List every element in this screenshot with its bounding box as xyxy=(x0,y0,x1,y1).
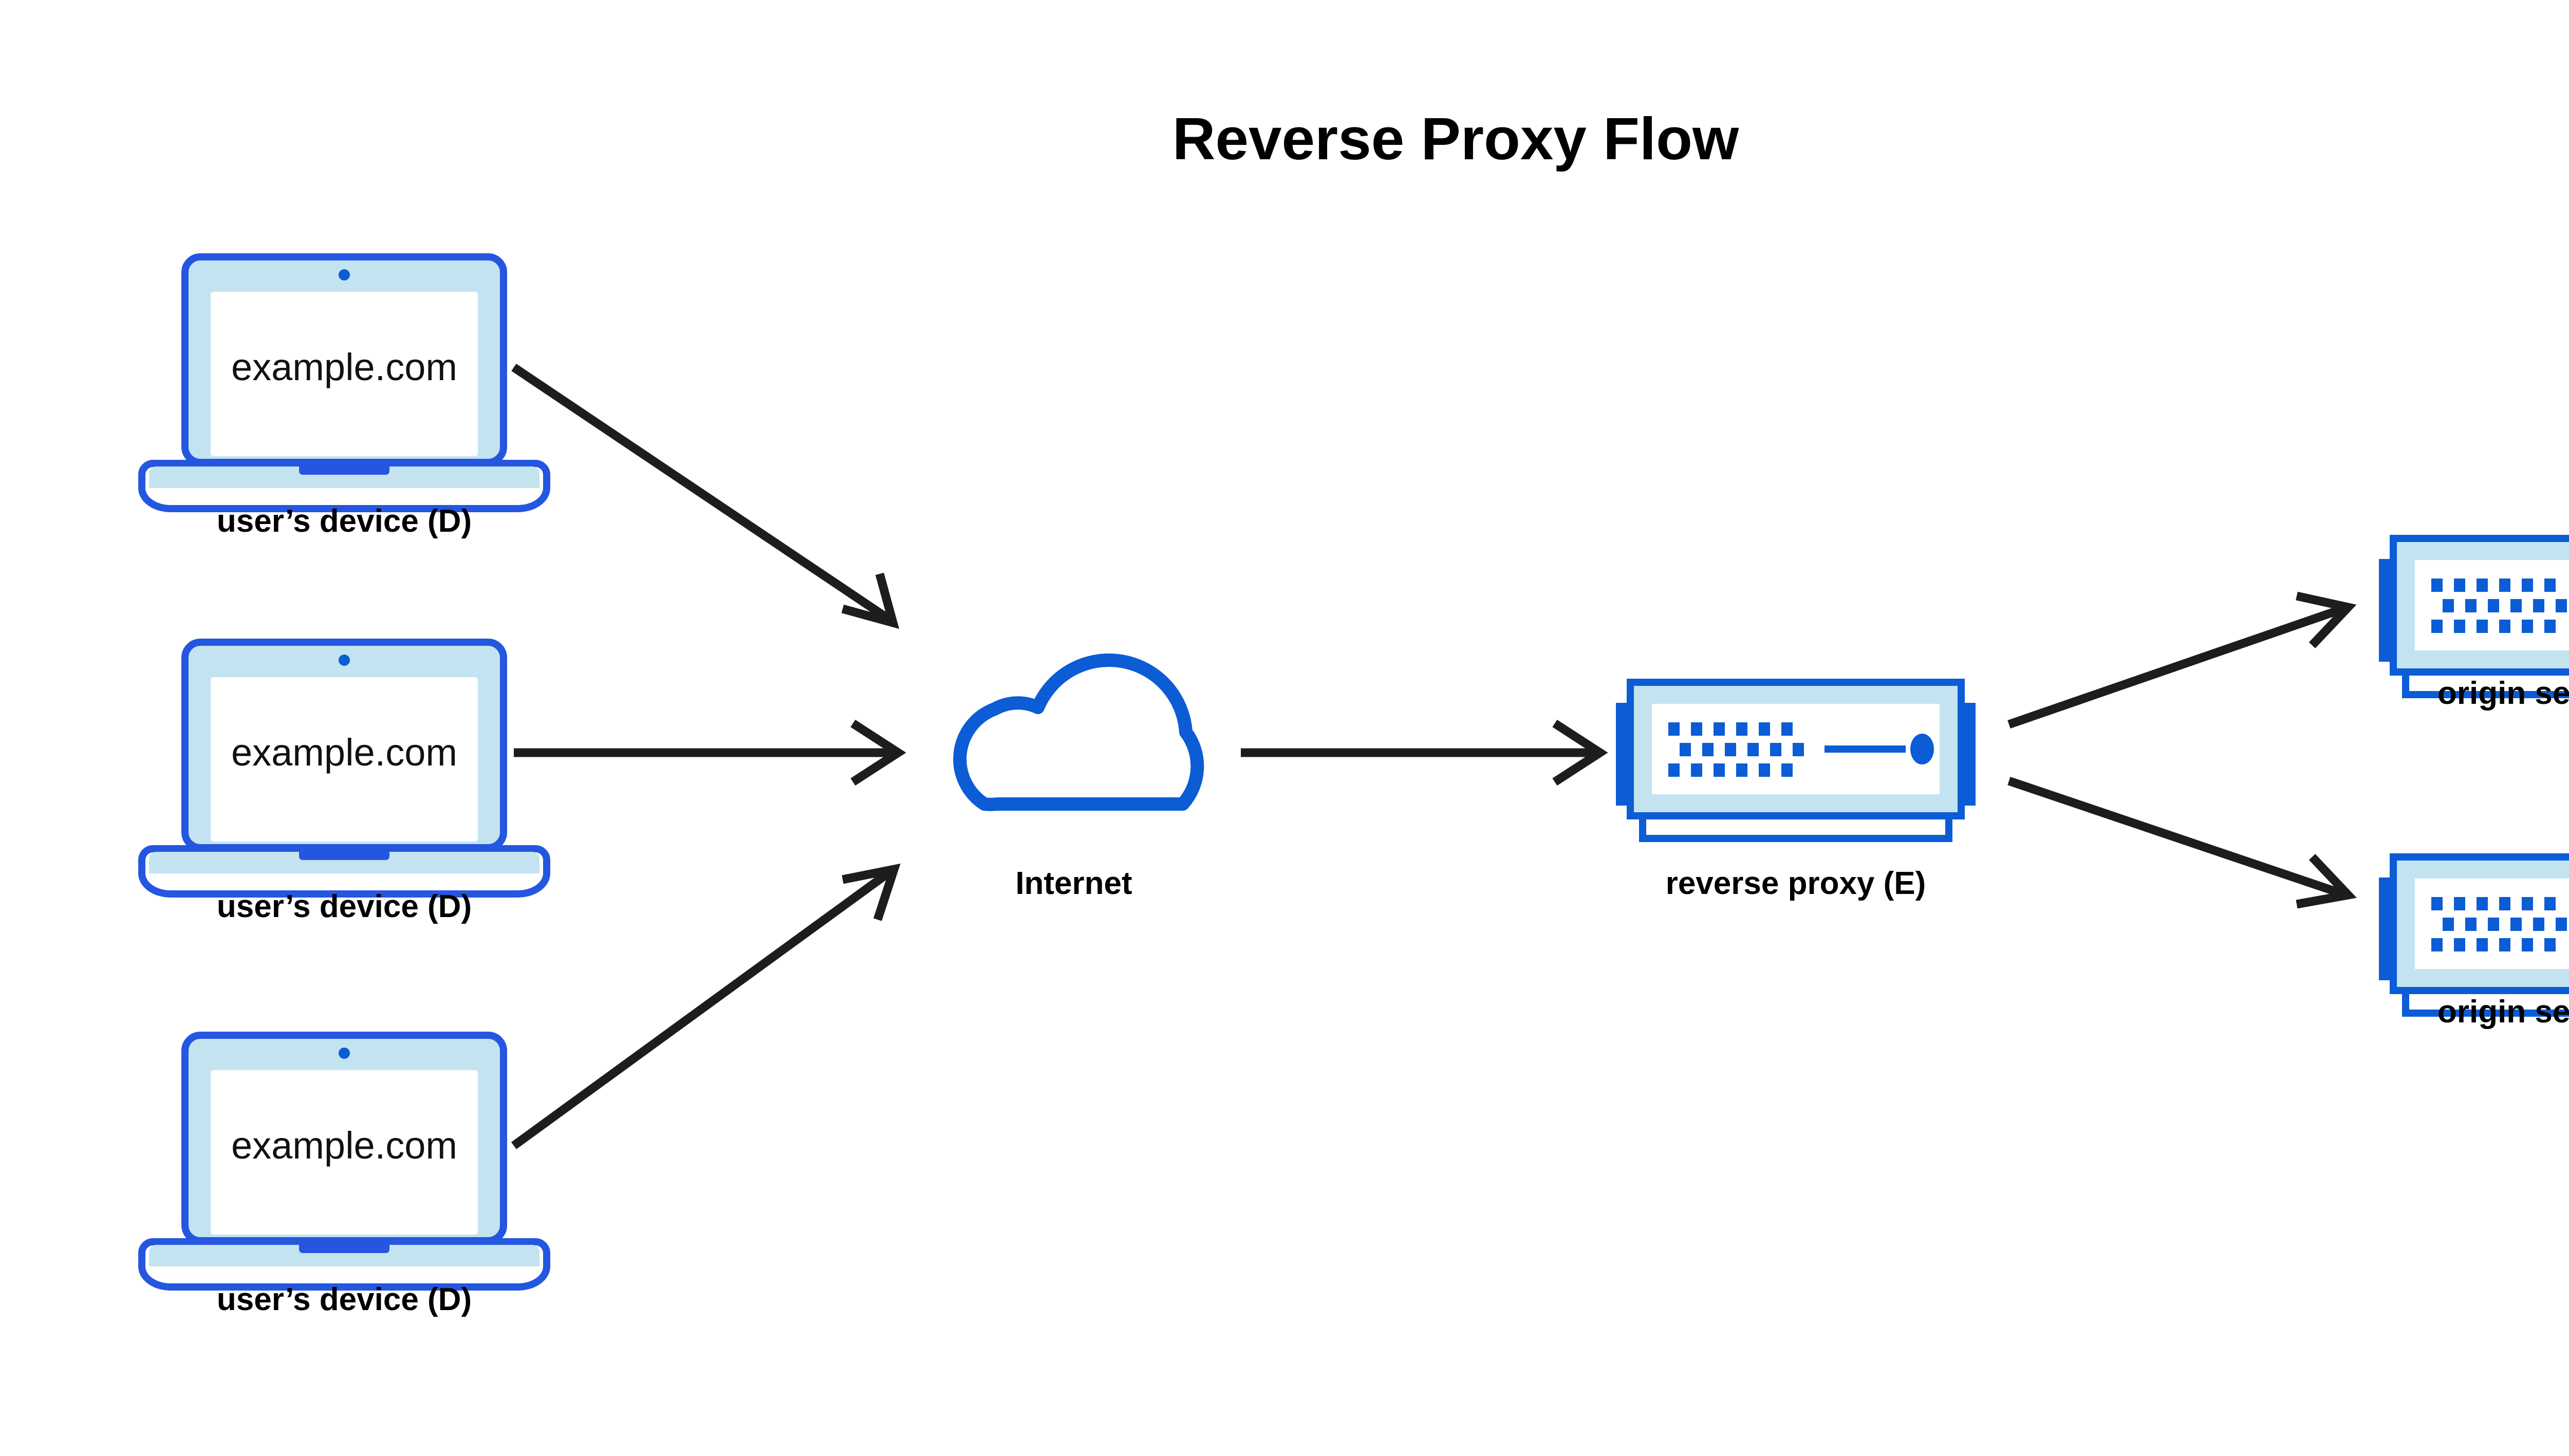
node-device-middle[interactable]: example.com user’s device (D) xyxy=(142,642,547,924)
node-origin-top[interactable]: origin server (F) xyxy=(2379,538,2569,711)
origin-label: origin server (F) xyxy=(2437,994,2569,1030)
edge-device-bottom-to-cloud xyxy=(511,863,901,1149)
node-internet-cloud[interactable]: Internet xyxy=(960,660,1197,901)
node-device-bottom[interactable]: example.com user’s device (D) xyxy=(142,1035,547,1317)
node-origin-bottom[interactable]: origin server (F) xyxy=(2379,857,2569,1030)
edge-device-top-to-cloud xyxy=(511,363,900,629)
origin-label: origin server (F) xyxy=(2437,676,2569,711)
device-screen-text: example.com xyxy=(231,1124,457,1167)
server-icon xyxy=(1616,682,1976,838)
node-reverse-proxy[interactable]: reverse proxy (E) xyxy=(1616,682,1976,901)
page-title: Reverse Proxy Flow xyxy=(1172,105,1739,172)
cloud-icon xyxy=(960,660,1197,805)
node-device-top[interactable]: example.com user’s device (D) xyxy=(142,257,547,539)
device-label: user’s device (D) xyxy=(217,503,472,539)
cloud-label: Internet xyxy=(1015,866,1132,901)
edge-proxy-to-origin-bottom xyxy=(2007,776,2357,909)
device-label: user’s device (D) xyxy=(217,889,472,924)
server-icon xyxy=(2379,538,2569,695)
server-icon xyxy=(2379,857,2569,1013)
edges-layer xyxy=(511,363,2357,1149)
device-screen-text: example.com xyxy=(231,731,457,774)
proxy-label: reverse proxy (E) xyxy=(1666,866,1926,901)
edge-proxy-to-origin-top xyxy=(2007,591,2357,729)
edge-cloud-to-proxy xyxy=(1241,719,1608,786)
device-screen-text: example.com xyxy=(231,346,457,388)
device-label: user’s device (D) xyxy=(217,1282,472,1317)
edge-device-middle-to-cloud xyxy=(514,719,906,786)
